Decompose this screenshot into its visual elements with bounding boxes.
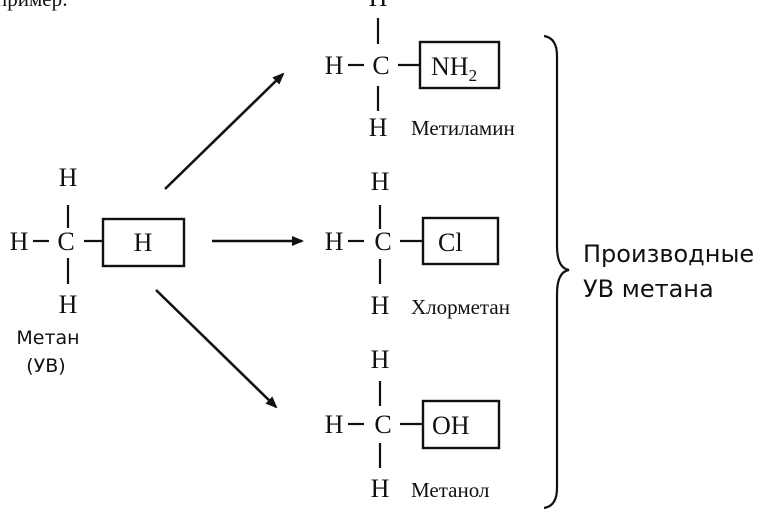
chloromethane-group: Cl: [438, 228, 463, 257]
methylamine-h-bottom: H: [369, 113, 388, 142]
top-fragment-text: пример:: [0, 0, 68, 11]
group-curly-brace: [543, 34, 570, 510]
chloromethane-structure: H H C Cl H Хлорметан: [325, 167, 510, 320]
methylamine-carbon: C: [372, 51, 389, 80]
methane-h-bottom: H: [59, 290, 78, 319]
chloromethane-name: Хлорметан: [411, 295, 510, 319]
methanol-h-bottom: H: [371, 474, 390, 503]
methanol-group-box: [421, 399, 501, 450]
methane-h-top: H: [59, 163, 78, 192]
methane-carbon: C: [57, 227, 74, 256]
methanol-h-left: H: [325, 410, 344, 439]
methanol-name: Метанол: [411, 478, 489, 502]
chloromethane-h-bottom: H: [371, 291, 390, 320]
methylamine-group: NH2: [431, 52, 477, 85]
group-label-line1: Производные: [583, 240, 754, 268]
methylamine-h-top: H: [369, 0, 388, 12]
methanol-carbon: C: [374, 410, 391, 439]
group-label-line2: УВ метана: [583, 275, 714, 303]
methane-substituent-box: [101, 217, 186, 268]
methane-structure: H H C H H Метан (УВ): [10, 163, 186, 377]
chloromethane-carbon: C: [374, 227, 391, 256]
methane-substituent: H: [134, 228, 153, 257]
methylamine-name: Метиламин: [411, 116, 515, 140]
arrow-to-methylamine: [164, 72, 285, 190]
arrow-to-methanol: [155, 289, 278, 409]
methanol-group: OH: [432, 411, 470, 440]
methylamine-structure: H H C NH2 H Метиламин: [325, 0, 515, 142]
methylamine-group-box: [418, 40, 501, 90]
methane-class: (УВ): [26, 355, 65, 377]
methylamine-h-left: H: [325, 51, 344, 80]
chloromethane-h-top: H: [371, 167, 390, 196]
chloromethane-group-box: [421, 216, 500, 266]
methane-name: Метан: [16, 327, 79, 349]
methane-h-left: H: [10, 227, 29, 256]
chloromethane-h-left: H: [325, 227, 344, 256]
methanol-structure: H H C OH H Метанол: [325, 345, 501, 503]
methanol-h-top: H: [371, 345, 390, 374]
